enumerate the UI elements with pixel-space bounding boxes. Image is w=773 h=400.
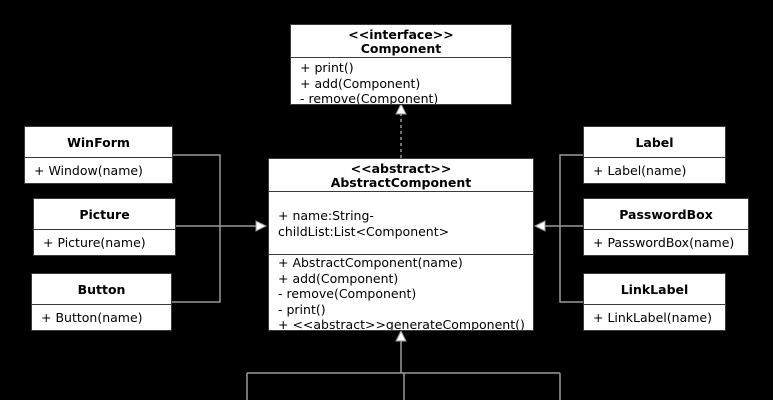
class-header: Label xyxy=(584,127,725,158)
method-item: + Label(name) xyxy=(593,163,687,178)
class-abstract-component[interactable]: <<abstract>> AbstractComponent + name:St… xyxy=(268,158,534,331)
method-list: + print() + add(Component) - remove(Comp… xyxy=(291,58,511,105)
class-header: <<abstract>> AbstractComponent xyxy=(269,159,533,192)
attribute-item: + name:String- xyxy=(278,208,374,223)
class-header: LinkLabel xyxy=(584,274,725,305)
method-list: + LinkLabel(name) xyxy=(584,305,725,326)
method-list: + Window(name) xyxy=(25,158,172,179)
class-header: <<interface>> Component xyxy=(291,25,511,58)
method-item: + add(Component) xyxy=(300,75,421,91)
realization-arrowhead xyxy=(395,102,407,115)
class-name: AbstractComponent xyxy=(330,174,472,190)
method-list: + Button(name) xyxy=(32,305,171,326)
attribute-item: childList:List<Component> xyxy=(278,223,450,239)
method-item: + Picture(name) xyxy=(43,235,146,250)
method-list: + Picture(name) xyxy=(34,230,175,251)
method-list: + AbstractComponent(name) + add(Componen… xyxy=(269,255,533,331)
method-item: + Window(name) xyxy=(34,163,143,178)
method-item: - remove(Component) xyxy=(300,91,439,105)
method-item: + PasswordBox(name) xyxy=(593,235,735,250)
inheritance-line-winform xyxy=(173,154,221,226)
inheritance-line-label xyxy=(559,154,583,226)
class-header: WinForm xyxy=(25,127,172,158)
class-label[interactable]: Label + Label(name) xyxy=(583,126,726,184)
class-header: Picture xyxy=(34,199,175,230)
method-item: - remove(Component) xyxy=(278,286,417,301)
class-linklabel[interactable]: LinkLabel + LinkLabel(name) xyxy=(583,273,726,331)
method-list: + PasswordBox(name) xyxy=(584,230,748,251)
method-item: + print() xyxy=(300,60,354,75)
class-stereotype: <<interface>> xyxy=(348,26,454,42)
method-item: + AbstractComponent(name) xyxy=(278,255,463,270)
class-header: PasswordBox xyxy=(584,199,748,230)
method-item: - print() xyxy=(278,301,326,317)
class-name: Picture xyxy=(79,206,130,222)
method-item: + Button(name) xyxy=(41,310,143,325)
method-item: + LinkLabel(name) xyxy=(593,310,712,325)
class-passwordbox[interactable]: PasswordBox + PasswordBox(name) xyxy=(583,198,749,256)
class-component[interactable]: <<interface>> Component + print() + add(… xyxy=(290,24,512,105)
method-list: + Label(name) xyxy=(584,158,725,179)
inheritance-arrowhead-bottom xyxy=(395,329,407,342)
class-name: Component xyxy=(360,40,442,56)
class-stereotype: <<abstract>> xyxy=(350,160,452,176)
inheritance-arrowhead-right xyxy=(533,220,546,232)
class-name: WinForm xyxy=(67,134,130,150)
method-item: + <<abstract>>generateComponent() xyxy=(278,317,525,331)
inheritance-line-linklabel xyxy=(559,226,583,303)
class-name: Label xyxy=(635,134,674,150)
class-name: Button xyxy=(77,281,126,297)
class-picture[interactable]: Picture + Picture(name) xyxy=(33,198,176,256)
class-name: LinkLabel xyxy=(620,281,689,297)
class-winform[interactable]: WinForm + Window(name) xyxy=(24,126,173,184)
class-button[interactable]: Button + Button(name) xyxy=(31,273,172,331)
class-name: PasswordBox xyxy=(619,206,713,222)
inheritance-arrowhead-left xyxy=(255,220,268,232)
attribute-list: + name:String- childList:List<Component> xyxy=(269,192,533,255)
method-item: + add(Component) xyxy=(278,270,399,286)
inheritance-line-button xyxy=(172,226,221,303)
class-header: Button xyxy=(32,274,171,305)
